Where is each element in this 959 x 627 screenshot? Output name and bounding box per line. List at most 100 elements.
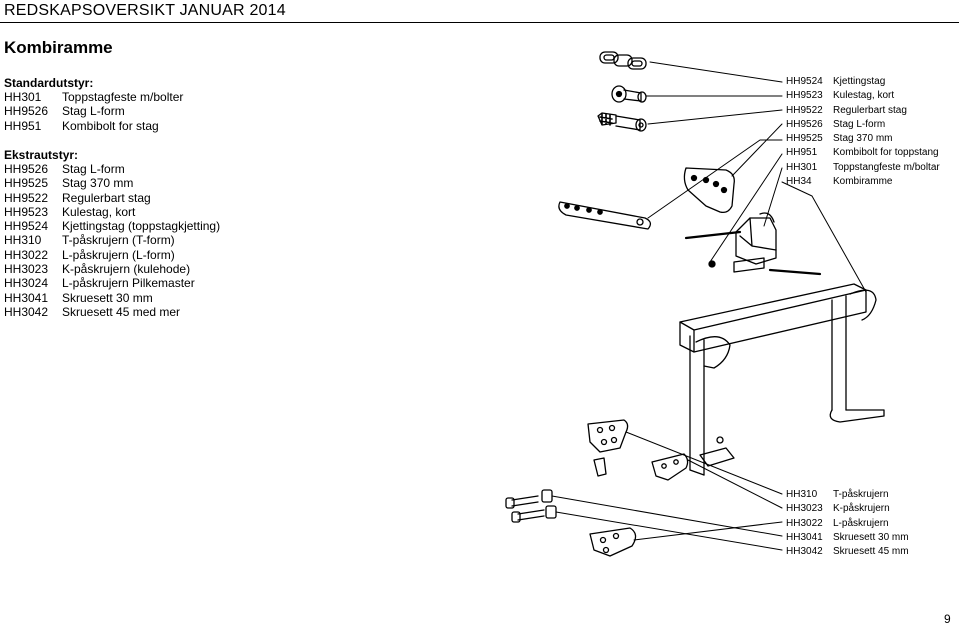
callout-label: HH3041 Skruesett 30 mm	[786, 531, 909, 545]
callout-description: Kombiramme	[833, 176, 893, 188]
item-code: HH9525	[4, 176, 49, 191]
list-item: HH9524 Kjettingstag (toppstagkjetting)	[4, 219, 220, 233]
header-divider	[0, 22, 959, 23]
callout-code: HH9526	[786, 118, 823, 130]
callout-label: HH34 Kombiramme	[786, 175, 940, 189]
callout-label: HH301 Toppstangfeste m/boltar	[786, 161, 940, 175]
combi-frame-drawing	[679, 283, 885, 476]
item-description: Stag L-form	[62, 104, 125, 119]
callout-description: Kjettingstag	[833, 76, 886, 87]
list-item: HH9526 Stag L-form	[4, 104, 183, 118]
chain-stay-drawing	[599, 51, 647, 70]
callout-code: HH9524	[786, 76, 823, 87]
list-item: HH3023 K-påskrujern (kulehode)	[4, 262, 220, 276]
item-description: L-påskrujern (L-form)	[62, 247, 175, 262]
item-description: Stag L-form	[62, 162, 125, 176]
callout-code: HH3041	[786, 531, 823, 543]
standard-equipment-list: HH301 Toppstagfeste m/bolter HH9526 Stag L…	[4, 90, 183, 133]
callout-code: HH34	[786, 176, 812, 188]
callout-label: HH9525 Stag 370 mm	[786, 132, 940, 146]
bolt-drawing	[505, 489, 557, 523]
callout-label: HH9524 Kjettingstag	[786, 75, 940, 89]
callout-description: Stag 370 mm	[833, 133, 893, 145]
top-link-bracket-drawing	[684, 212, 822, 276]
extra-equipment-title: Ekstrautstyr:	[4, 148, 79, 162]
callout-code: HH9523	[786, 90, 823, 102]
item-code: HH3023	[4, 262, 49, 277]
callout-code: HH3023	[786, 503, 823, 515]
callout-code: HH301	[786, 161, 818, 173]
callout-description: L-påskrujern	[833, 517, 889, 529]
callout-description: Toppstangfeste m/boltar	[833, 161, 940, 173]
item-description: Kombibolt for stag	[62, 118, 159, 133]
mounting-plate-drawing	[587, 419, 689, 557]
bottom-callout-labels: HH310 T-påskrujern HH3023 K-påskrujern HH3…	[786, 488, 909, 559]
callout-description: K-påskrujern	[833, 503, 890, 515]
list-item: HH9522 Regulerbart stag	[4, 191, 220, 205]
item-description: Regulerbart stag	[62, 190, 151, 205]
item-description: Skruesett 45 med mer	[62, 304, 181, 319]
item-description: T-påskrujern (T-form)	[62, 233, 175, 248]
standard-equipment-title: Standardutstyr:	[4, 76, 94, 90]
item-description: L-påskrujern Pilkemaster	[62, 276, 195, 291]
document-header-title: REDSKAPSOVERSIKT JANUAR 2014	[4, 2, 286, 19]
callout-leader-lines	[551, 61, 867, 551]
list-item: HH3041 Skruesett 30 mm	[4, 291, 220, 305]
item-description: Kjettingstag (toppstagkjetting)	[62, 219, 221, 234]
callout-description: Kombibolt for toppstang	[833, 147, 939, 159]
item-code: HH3041	[4, 290, 49, 305]
straight-stay-drawing	[558, 201, 652, 230]
callout-label: HH9526 Stag L-form	[786, 118, 940, 132]
item-description: Skruesett 30 mm	[62, 290, 153, 305]
list-item: HH3024 L-påskrujern Pilkemaster	[4, 276, 220, 290]
item-code: HH3022	[4, 247, 49, 262]
callout-description: Stag L-form	[833, 118, 886, 130]
list-item: HH3042 Skruesett 45 med mer	[4, 305, 220, 319]
list-item: HH310 T-påskrujern (T-form)	[4, 233, 220, 247]
callout-code: HH310	[786, 489, 818, 500]
item-code: HH3024	[4, 276, 49, 291]
item-code: HH9524	[4, 219, 49, 234]
callout-label: HH951 Kombibolt for toppstang	[786, 146, 940, 160]
callout-code: HH951	[786, 147, 818, 159]
callout-description: T-påskrujern	[833, 489, 889, 500]
list-item: HH9526 Stag L-form	[4, 162, 220, 176]
list-item: HH9525 Stag 370 mm	[4, 176, 220, 190]
item-code: HH3042	[4, 304, 49, 319]
callout-description: Regulerbart stag	[833, 104, 907, 116]
page-number: 9	[944, 612, 951, 626]
callout-description: Skruesett 30 mm	[833, 531, 909, 543]
item-description: K-påskrujern (kulehode)	[62, 262, 191, 277]
callout-label: HH3023 K-påskrujern	[786, 502, 909, 516]
adjustable-stay-drawing	[597, 112, 647, 132]
callout-label: HH310 T-påskrujern	[786, 488, 909, 502]
item-code: HH9523	[4, 204, 49, 219]
list-item: HH3022 L-påskrujern (L-form)	[4, 248, 220, 262]
callout-description: Skruesett 45 mm	[833, 546, 909, 558]
callout-label: HH9523 Kulestag, kort	[786, 89, 940, 103]
section-title: Kombiramme	[4, 38, 113, 57]
callout-description: Kulestag, kort	[833, 90, 895, 102]
item-code: HH9526	[4, 104, 49, 119]
item-description: Stag 370 mm	[62, 176, 134, 191]
callout-code: HH3022	[786, 517, 823, 529]
item-code: HH9526	[4, 162, 49, 176]
item-code: HH310	[4, 233, 42, 248]
callout-code: HH9522	[786, 104, 823, 116]
callout-code: HH9525	[786, 133, 823, 145]
callout-label: HH3022 L-påskrujern	[786, 517, 909, 531]
l-form-stay-drawing	[683, 167, 735, 214]
item-description: Toppstagfeste m/bolter	[62, 90, 184, 104]
list-item: HH301 Toppstagfeste m/bolter	[4, 90, 183, 104]
extra-equipment-list: HH9526 Stag L-form HH9525 Stag 370 mm HH95…	[4, 162, 220, 319]
callout-code: HH3042	[786, 546, 823, 558]
callout-label: HH9522 Regulerbart stag	[786, 104, 940, 118]
item-code: HH9522	[4, 190, 49, 205]
item-code: HH951	[4, 118, 42, 133]
list-item: HH951 Kombibolt for stag	[4, 119, 183, 133]
callout-label: HH3042 Skruesett 45 mm	[786, 545, 909, 559]
item-code: HH301	[4, 90, 42, 104]
